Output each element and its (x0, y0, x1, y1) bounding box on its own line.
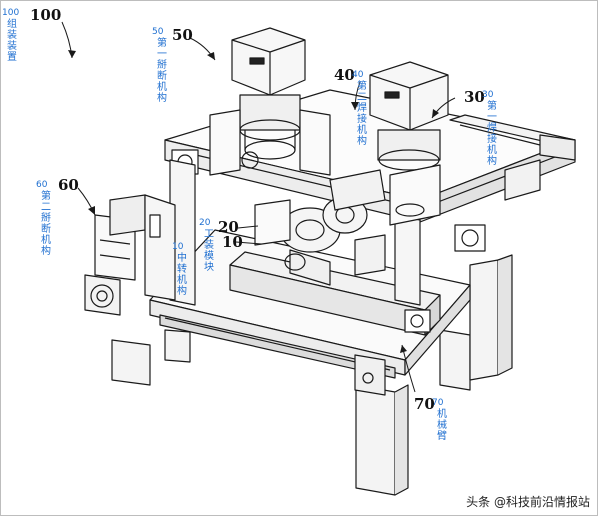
label-assembly-device-num: 100 (2, 8, 20, 18)
ref-100: 100 (30, 6, 62, 24)
label-transfer-mechanism-text: 中转机构 (177, 253, 187, 297)
label-fixture-module: 20 工装模块 (199, 218, 215, 273)
first-welding-mechanism (449, 114, 576, 161)
first-breaking-mechanism (209, 27, 331, 176)
label-first-welding-text: 第一焊接机构 (487, 101, 497, 167)
label-fixture-module-text: 工装模块 (204, 229, 214, 273)
ref-60: 60 (58, 176, 79, 194)
label-assembly-device-text: 组装装置 (7, 19, 17, 63)
second-breaking-mechanism (84, 194, 176, 316)
label-robot-arm: 70 机械臂 (432, 398, 448, 442)
label-fixture-module-num: 20 (199, 218, 211, 228)
label-first-breaking-text: 第一掰断机构 (157, 38, 167, 104)
ref-10: 10 (222, 233, 243, 251)
label-transfer-mechanism: 10 中转机构 (172, 242, 188, 297)
ref-20: 20 (218, 218, 239, 236)
ref-70: 70 (414, 395, 435, 413)
table-posts (169, 159, 421, 306)
label-robot-arm-text: 机械臂 (437, 409, 447, 442)
label-second-welding: 40 第二焊接机构 (352, 70, 368, 147)
label-robot-arm-num: 70 (432, 398, 444, 408)
ref-40: 40 (334, 66, 355, 84)
label-second-welding-num: 40 (352, 70, 364, 80)
label-second-breaking: 60 第二掰断机构 (36, 180, 52, 257)
label-assembly-device: 100 组装装置 (2, 8, 19, 63)
label-first-welding-num: 30 (482, 90, 494, 100)
watermark: 头条 @科技前沿情报站 (466, 495, 590, 509)
ref-50: 50 (172, 26, 193, 44)
robot-arm-rail (229, 251, 441, 336)
label-second-breaking-text: 第二掰断机构 (41, 191, 51, 257)
second-welding-mechanism (369, 61, 449, 226)
label-transfer-mechanism-num: 10 (172, 242, 184, 252)
label-first-breaking-num: 50 (152, 27, 164, 37)
frame-legs (111, 254, 513, 496)
label-second-welding-text: 第二焊接机构 (357, 81, 367, 147)
leader-arrows (68, 50, 439, 353)
ref-30: 30 (464, 88, 485, 106)
label-first-welding: 30 第一焊接机构 (482, 90, 498, 167)
label-first-breaking: 50 第一掰断机构 (152, 27, 168, 104)
label-second-breaking-num: 60 (36, 180, 48, 190)
central-fixture (254, 169, 386, 286)
